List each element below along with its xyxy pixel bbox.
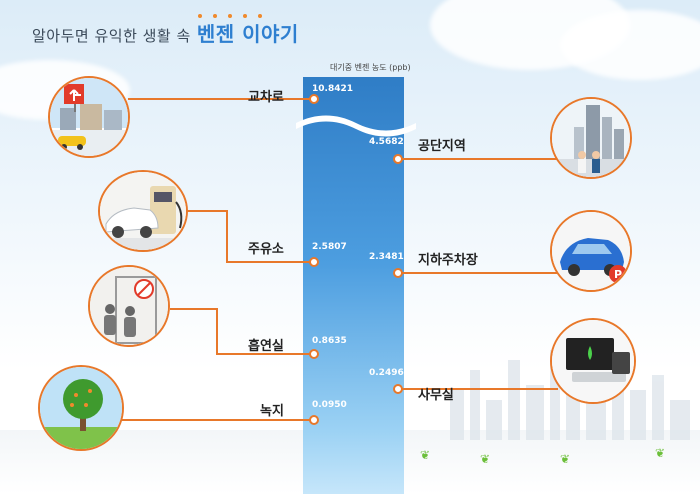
value-green: 0.0950 <box>312 400 347 410</box>
green-tree-icon <box>38 365 124 451</box>
industrial-icon <box>550 97 632 179</box>
smoking-room-icon <box>88 265 170 347</box>
connector-line <box>180 210 226 212</box>
title-dot <box>258 14 262 18</box>
data-node <box>393 384 403 394</box>
connector-line <box>216 308 218 354</box>
label-industrial: 공단지역 <box>418 139 466 154</box>
label-smoking-room: 흡연실 <box>248 339 284 354</box>
label-office: 사무실 <box>418 388 454 403</box>
data-node <box>309 415 319 425</box>
value-office: 0.2496 <box>369 368 404 378</box>
connector-line <box>226 261 312 263</box>
intersection-icon <box>48 76 130 158</box>
label-green: 녹지 <box>260 404 284 419</box>
connector-line <box>226 210 228 262</box>
bar-caption: 대기중 벤젠 농도 (ppb) <box>330 63 411 72</box>
title-prefix: 알아두면 유익한 생활 속 <box>32 27 191 45</box>
connector-line <box>398 272 558 274</box>
value-smoking-room: 0.8635 <box>312 336 347 346</box>
value-parking: 2.3481 <box>369 252 404 262</box>
page-title: 알아두면 유익한 생활 속 벤젠 이야기 <box>32 18 299 47</box>
title-dot <box>198 14 202 18</box>
connector-line <box>398 388 558 390</box>
sprout-decoration: ❦ <box>420 448 431 462</box>
cloud-decoration <box>560 10 700 80</box>
value-industrial: 4.5682 <box>369 137 404 147</box>
label-gas-station: 주유소 <box>248 242 284 257</box>
connector-line <box>398 158 558 160</box>
title-dot <box>243 14 247 18</box>
svg-text:P: P <box>614 268 622 281</box>
title-dot <box>228 14 232 18</box>
title-accent: 벤젠 이야기 <box>196 22 299 46</box>
connector-line <box>216 353 312 355</box>
concentration-bar <box>303 77 404 494</box>
label-intersection: 교차로 <box>248 90 284 105</box>
gas-station-icon <box>98 170 188 252</box>
title-dot <box>213 14 217 18</box>
sprout-decoration: ❦ <box>480 452 491 466</box>
sprout-decoration: ❦ <box>655 446 666 460</box>
data-node <box>309 257 319 267</box>
connector-line <box>128 98 310 100</box>
office-icon <box>550 318 636 404</box>
data-node <box>309 94 319 104</box>
data-node <box>393 268 403 278</box>
axis-break <box>296 115 416 137</box>
connector-line <box>122 419 312 421</box>
value-gas-station: 2.5807 <box>312 242 347 252</box>
data-node <box>309 349 319 359</box>
sprout-decoration: ❦ <box>560 452 571 466</box>
label-parking: 지하주차장 <box>418 253 478 268</box>
parking-icon: P <box>550 210 632 292</box>
connector-line <box>170 308 218 310</box>
value-intersection: 10.8421 <box>312 84 353 94</box>
data-node <box>393 154 403 164</box>
